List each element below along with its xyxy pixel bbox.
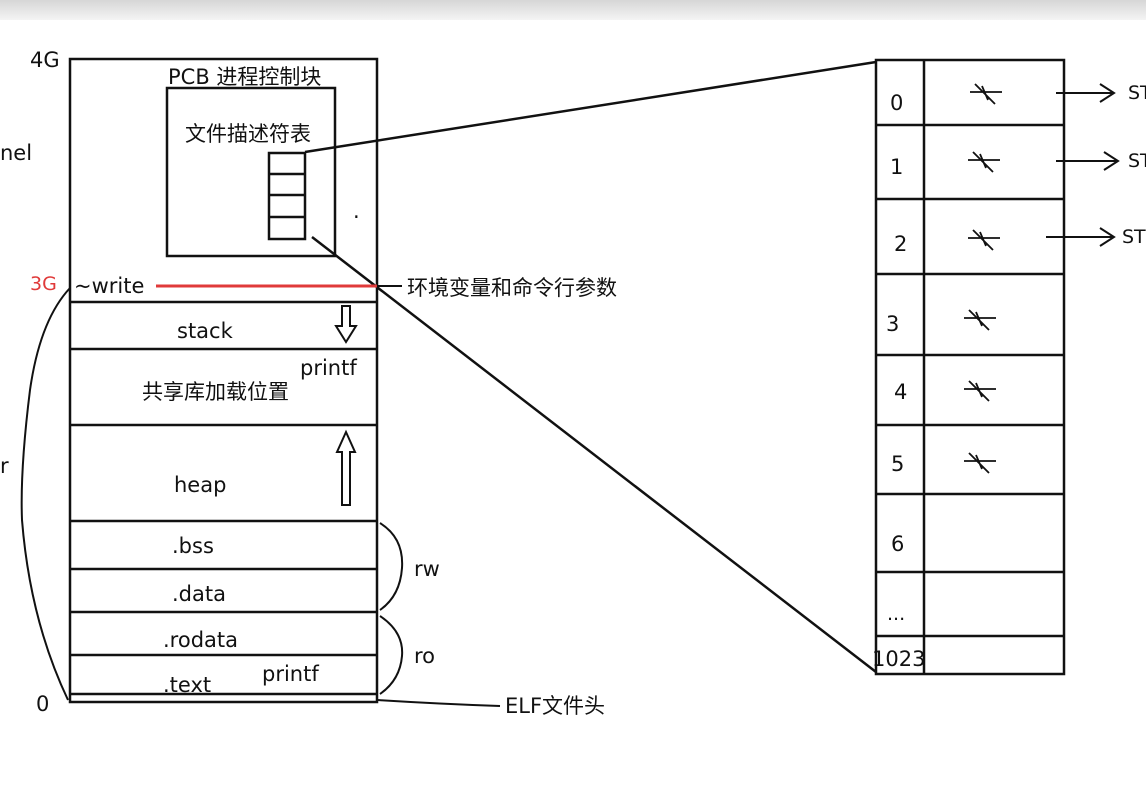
- pcb-title: PCB 进程控制块: [168, 65, 321, 89]
- fd-table-box: [874, 58, 1066, 676]
- fd-index-5: 5: [891, 452, 904, 476]
- window-top-bar: [0, 0, 1146, 20]
- heap-label: heap: [174, 473, 226, 497]
- fd1-arrow: [1056, 151, 1120, 171]
- rodata-label: .rodata: [163, 628, 238, 652]
- elf-header-label: ELF文件头: [505, 694, 605, 718]
- fd-table-title: 文件描述符表: [185, 122, 311, 146]
- fd2-target-label: ST: [1122, 226, 1146, 248]
- stack-down-arrow: [334, 305, 358, 344]
- shared-lib-label: 共享库加载位置: [142, 380, 289, 404]
- fd-index-6: 6: [891, 532, 904, 556]
- fd-index-1: 1: [890, 155, 903, 179]
- fd-index-4: 4: [894, 380, 907, 404]
- pcb-box: [165, 86, 337, 258]
- kernel-label: nel: [0, 141, 32, 165]
- fd-index-ellipsis: ...: [887, 603, 905, 625]
- fd1-target-label: ST: [1128, 150, 1146, 172]
- elf-leader: [376, 699, 501, 707]
- zoom-line-bottom: [311, 236, 877, 673]
- top-address-label: 4G: [30, 48, 60, 72]
- printf-upper-label: printf: [300, 356, 357, 380]
- fd0-arrow: [1056, 83, 1116, 103]
- dot-mark: ·: [353, 205, 360, 229]
- split-label: 3G: [30, 273, 57, 295]
- printf-lower-label: printf: [262, 662, 319, 686]
- data-label: .data: [172, 582, 226, 606]
- bss-label: .bss: [172, 534, 214, 558]
- user-label: r: [0, 454, 9, 478]
- fd0-target-label: ST: [1128, 82, 1146, 104]
- fd-index-3: 3: [886, 312, 899, 336]
- fd-index-0: 0: [890, 91, 903, 115]
- address-space-box: [68, 57, 379, 704]
- ro-brace: [379, 615, 404, 695]
- env-args-label: 环境变量和命令行参数: [407, 276, 617, 300]
- bottom-address-label: 0: [36, 692, 49, 716]
- fd-index-2: 2: [894, 232, 907, 256]
- fd-index-1023: 1023: [872, 647, 925, 671]
- zoom-line-top: [304, 60, 877, 154]
- write-label: ~write: [74, 274, 144, 298]
- heap-up-arrow: [335, 429, 357, 506]
- fd2-arrow: [1046, 227, 1116, 247]
- text-label: .text: [163, 673, 211, 697]
- user-space-brace: [20, 287, 71, 701]
- rw-label: rw: [414, 557, 440, 581]
- ro-label: ro: [414, 644, 435, 668]
- stack-label: stack: [177, 319, 234, 343]
- rw-brace: [379, 522, 404, 611]
